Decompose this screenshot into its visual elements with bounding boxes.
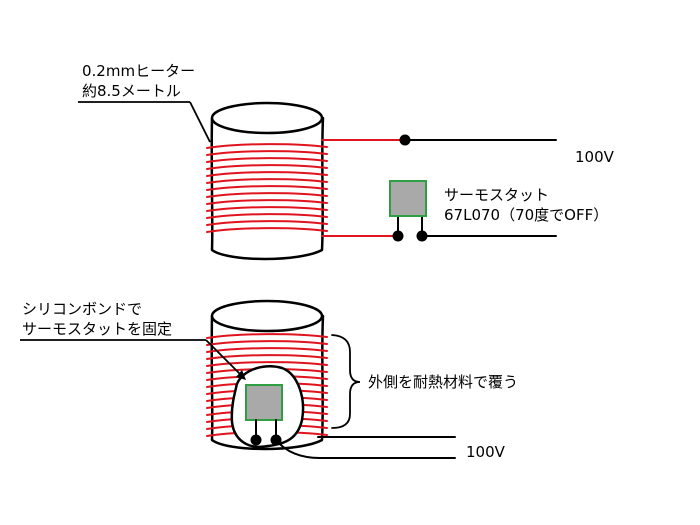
silicone-callout-arrowhead (236, 370, 246, 380)
top-winding-turn-5 (206, 171, 328, 177)
voltage-label-top: 100V (575, 148, 615, 166)
top-winding-turn-7 (206, 185, 328, 191)
bottom-winding-turn-3 (206, 347, 328, 353)
thermostat-bottom (245, 384, 283, 421)
junction-dot-thermo-left (392, 230, 404, 242)
thermostat-spec-label: 67L070（70度でOFF） (444, 206, 608, 224)
top-winding-turn-8 (206, 192, 328, 198)
bottom-junction-left (250, 434, 262, 446)
top-winding-turn-12 (206, 220, 328, 226)
bottom-winding-turn-4 (206, 354, 328, 360)
top-wiring (321, 134, 557, 242)
top-cylinder-body (210, 116, 325, 261)
top-heater-windings (206, 143, 328, 233)
heater-spec-line-2: 約8.5メートル (82, 82, 181, 100)
bottom-heater-coil (206, 299, 328, 451)
bottom-wiring (250, 419, 456, 459)
top-cylinder-rim (210, 101, 324, 135)
cover-bracket (331, 334, 361, 429)
top-winding-turn-6 (206, 178, 328, 184)
cover-note-label: 外側を耐熱材料で覆う (368, 373, 518, 391)
bottom-winding-turn-1 (206, 333, 328, 339)
top-heater-coil (206, 101, 328, 261)
top-winding-turn-9 (206, 199, 328, 205)
voltage-label-bottom: 100V (466, 443, 506, 461)
junction-dot-thermo-right (416, 230, 428, 242)
silicone-note-line-1: シリコンボンドで (22, 300, 142, 318)
silicone-note-line-2: サーモスタットを固定 (22, 320, 172, 338)
top-winding-turn-13 (206, 227, 328, 233)
thermostat-name-label: サーモスタット (444, 186, 549, 204)
silicone-callout-pointer (205, 339, 245, 379)
bottom-cylinder-rim (210, 299, 324, 333)
top-winding-turn-11 (206, 213, 328, 219)
bottom-winding-turn-2 (206, 340, 328, 346)
heater-callout-pointer (189, 101, 211, 143)
top-winding-turn-3 (206, 157, 328, 163)
junction-dot-top (399, 134, 411, 146)
thermostat-top (389, 180, 427, 217)
bottom-junction-right (270, 434, 282, 446)
top-winding-turn-10 (206, 206, 328, 212)
top-winding-turn-2 (206, 150, 328, 156)
heater-spec-line-1: 0.2mmヒーター (82, 62, 195, 80)
bottom-winding-turn-5 (206, 361, 328, 367)
top-winding-turn-1 (206, 143, 328, 149)
top-winding-turn-4 (206, 164, 328, 170)
